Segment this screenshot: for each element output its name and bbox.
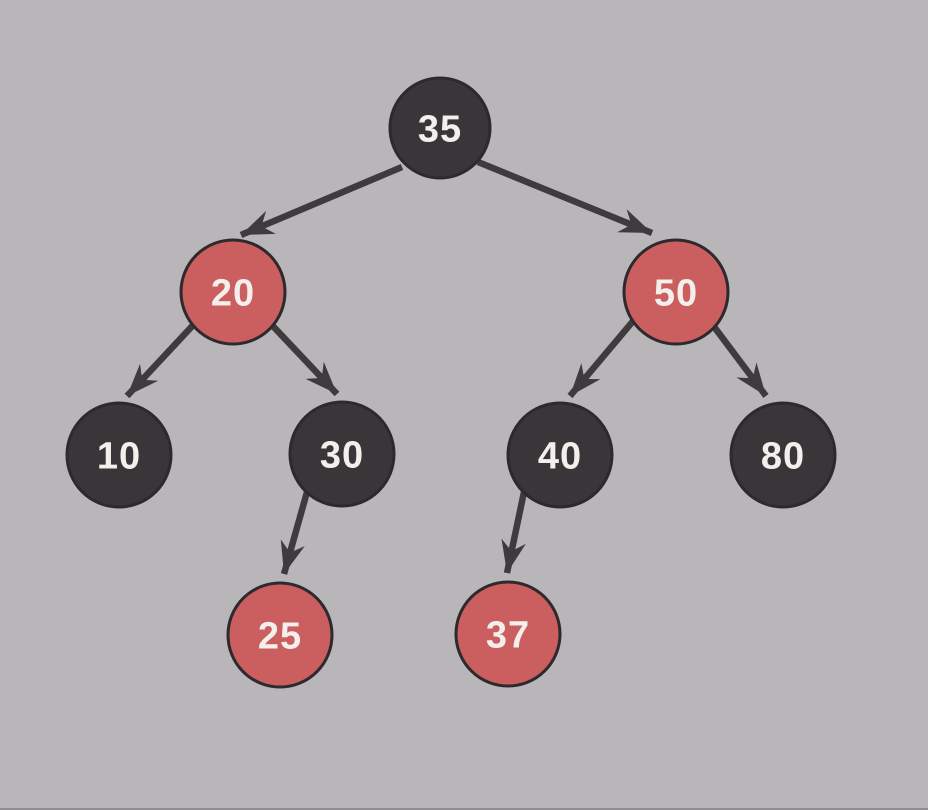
tree-node-label-37: 37 [486,615,530,657]
tree-node-circle-80 [729,401,837,509]
tree-node-label-30: 30 [320,435,364,477]
tree-edge-30-25 [280,491,311,575]
tree-node-20: 20 [179,238,287,346]
tree-edge-20-30 [267,320,340,397]
tree-node-40: 40 [506,401,614,509]
tree-node-circle-40 [506,401,614,509]
tree-node-label-35: 35 [418,109,462,151]
tree-edge-35-50 [476,158,654,237]
tree-node-circle-20 [179,238,287,346]
tree-node-35: 35 [388,76,492,180]
tree-edge-50-40 [567,317,637,399]
tree-node-37: 37 [454,580,562,688]
tree-node-10: 10 [65,401,173,509]
bottom-edge-line [0,808,928,810]
tree-node-80: 80 [729,401,837,509]
tree-node-25: 25 [226,581,334,689]
tree-node-circle-10 [65,401,173,509]
tree-node-label-50: 50 [654,273,698,315]
tree-node-label-10: 10 [97,436,141,478]
tree-edge-20-10 [124,319,199,399]
tree-edge-50-80 [706,318,769,398]
tree-edge-40-37 [501,491,528,574]
tree-node-label-25: 25 [258,616,302,658]
tree-node-circle-35 [388,76,492,180]
tree-node-circle-37 [454,580,562,688]
tree-node-50: 50 [622,238,730,346]
tree-node-label-40: 40 [538,436,582,478]
tree-node-circle-50 [622,238,730,346]
tree-node-label-80: 80 [761,436,805,478]
tree-node-label-20: 20 [211,273,255,315]
tree-edge-35-20 [239,164,404,238]
tree-node-30: 30 [288,400,396,508]
tree-node-circle-25 [226,581,334,689]
tree-node-circle-30 [288,400,396,508]
